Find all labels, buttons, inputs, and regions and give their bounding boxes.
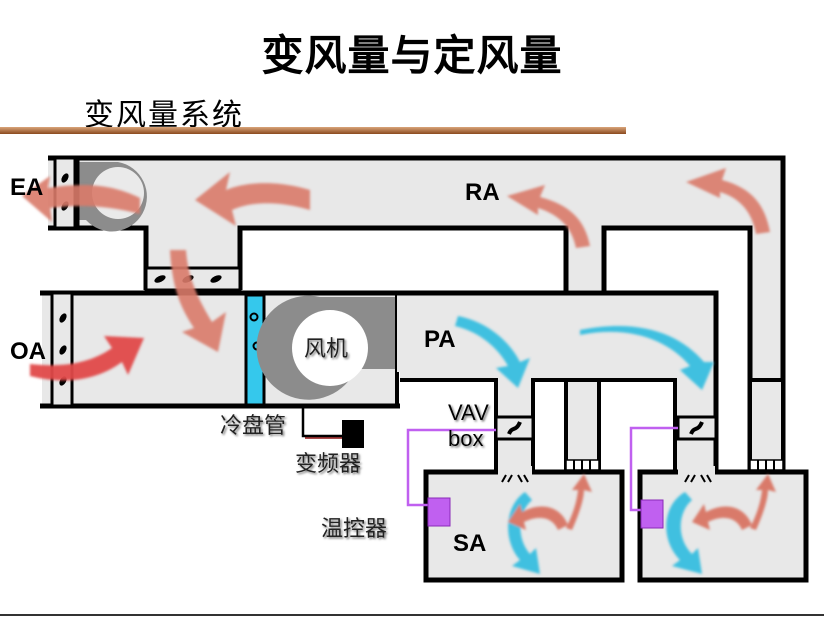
- primary-air-duct: [397, 290, 785, 472]
- label-ea: EA: [10, 174, 43, 201]
- room1-return-arrow-a: [508, 504, 568, 530]
- label-cooling-coil: 冷盘管: [220, 414, 286, 439]
- room1-return-arrow-b: [566, 474, 592, 530]
- label-thermostat: 温控器: [321, 517, 387, 542]
- diffuser-2: [684, 474, 712, 483]
- room2-return-arrow-a: [692, 504, 752, 530]
- return-arrow-right: [686, 168, 770, 234]
- fan-label: 风机: [304, 337, 348, 362]
- vfd: [301, 406, 364, 448]
- label-ra: RA: [465, 179, 500, 206]
- room2-return-arrow-b: [750, 474, 776, 530]
- diffuser-1: [501, 474, 529, 483]
- footer-divider: [0, 614, 824, 616]
- label-vfd: 变频器: [295, 452, 361, 477]
- label-oa: OA: [10, 338, 46, 365]
- outdoor-air-damper: [50, 291, 74, 408]
- thermostat-2: [629, 426, 678, 529]
- exhaust-arrow: [22, 176, 140, 222]
- primary-arrow-1: [455, 316, 530, 388]
- label-box: box: [448, 426, 483, 451]
- label-vav: VAV: [448, 400, 489, 425]
- label-pa: PA: [424, 326, 456, 353]
- title-divider: [0, 127, 626, 134]
- supply-arrow-room2: [666, 492, 702, 574]
- primary-arrow-2: [580, 325, 714, 390]
- return-grille-1: [565, 459, 600, 471]
- air-flow-arrows: [22, 168, 776, 574]
- outdoor-air-arrow: [30, 336, 144, 381]
- vav-damper-1: [494, 415, 535, 441]
- room-2: [637, 466, 809, 583]
- return-grille-2: [749, 459, 784, 471]
- return-arrow-ra: [507, 185, 590, 248]
- supply-fan: 风机: [256, 295, 395, 400]
- thermostat-1: [406, 428, 496, 527]
- label-sa: SA: [453, 530, 486, 557]
- slide-title: 变风量与定风量: [261, 31, 563, 80]
- vav-damper-2: [676, 415, 718, 441]
- mix-arrow: [170, 250, 226, 352]
- return-arrow-main: [195, 172, 310, 226]
